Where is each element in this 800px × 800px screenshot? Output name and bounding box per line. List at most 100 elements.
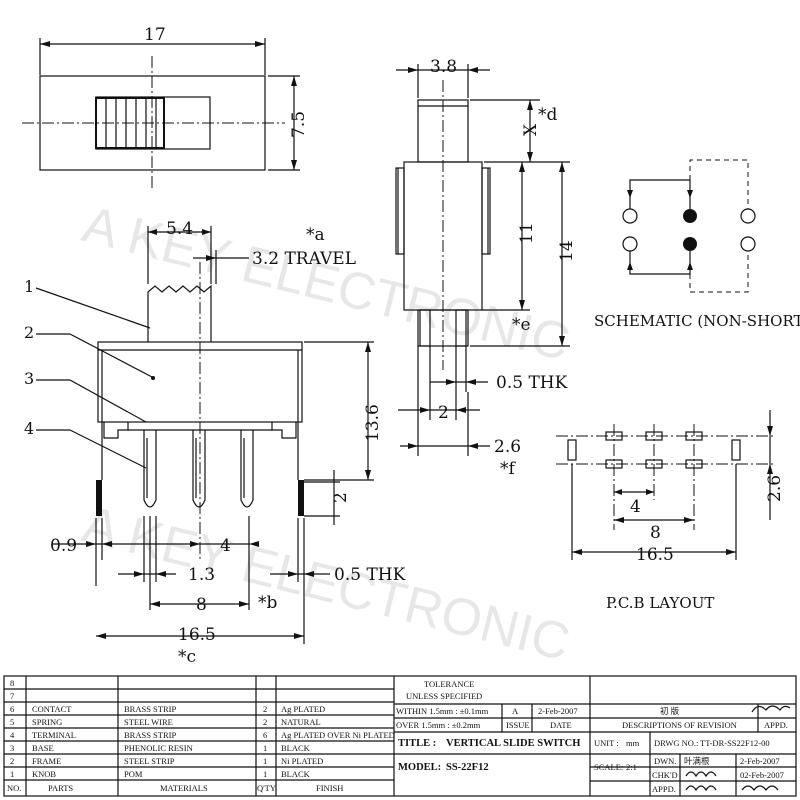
dwg-label: DRWG NO.: — [654, 738, 698, 748]
part-no: 8 — [10, 678, 14, 688]
part-qty: 1 — [263, 743, 267, 753]
pcb-dim-16-5: 16.5 — [636, 545, 674, 565]
appd-header: APPD. — [764, 720, 788, 730]
note-f: *f — [500, 459, 517, 479]
revision-desc: 初 版 — [660, 706, 680, 716]
unit-label: UNIT : — [594, 738, 619, 748]
chk-date: 02-Feb-2007 — [740, 770, 784, 780]
pcb-dim-8: 8 — [650, 523, 661, 543]
note-b: *b — [258, 593, 278, 613]
top-view: 17 7.5 — [22, 25, 309, 190]
header-no: NO. — [7, 783, 21, 793]
appd-label: APPD. — [652, 784, 676, 794]
header-parts: PARTS — [48, 783, 73, 793]
dim-h14: 14 — [557, 240, 577, 262]
part-name: SPRING — [32, 717, 62, 727]
part-name: TERMINAL — [32, 730, 76, 740]
dim-front-thk: 0.5 THK — [334, 565, 406, 585]
appd-signature — [685, 785, 779, 792]
tolerance-within: WITHIN 1.5mm : ±0.1mm — [396, 706, 489, 716]
note-a: *a — [306, 225, 325, 245]
pcb-dim-2-6: 2.6 — [765, 475, 785, 502]
part-no: 1 — [10, 769, 14, 779]
dim-1-3: 1.3 — [188, 565, 215, 585]
scale-value: 2:1 — [626, 762, 637, 772]
part-qty: 2 — [263, 704, 267, 714]
header-qty: Q'TY — [257, 783, 276, 793]
schematic-caption: SCHEMATIC (NON-SHORTING) — [594, 312, 800, 330]
part-material: STEEL WIRE — [124, 717, 173, 727]
dim-side-2: 2 — [438, 403, 449, 423]
part-qty: 1 — [263, 769, 267, 779]
part-name: FRAME — [32, 756, 61, 766]
chk-label: CHK'D — [652, 770, 678, 780]
scale-label: SCALE: — [594, 762, 623, 772]
part-finish: BLACK — [281, 743, 311, 753]
dwn-date: 2-Feb-2007 — [740, 756, 780, 766]
dim-side-width: 3.8 — [430, 57, 457, 77]
dim-overall: 16.5 — [178, 625, 216, 645]
pcb-dim-4: 4 — [630, 497, 641, 517]
part-no: 3 — [10, 743, 14, 753]
date-header: DATE — [550, 720, 572, 730]
callout-1: 1 — [24, 277, 34, 296]
dwg-value: TT-DR-SS22F12-00 — [700, 738, 770, 748]
part-no: 7 — [10, 691, 14, 701]
schematic: SCHEMATIC (NON-SHORTING) — [594, 159, 800, 330]
header-finish: FINISH — [316, 783, 343, 793]
callout-2: 2 — [24, 323, 34, 342]
pcb-caption: P.C.B LAYOUT — [606, 594, 714, 612]
issue-header: ISSUE — [506, 720, 530, 730]
issue-code: A — [512, 706, 519, 716]
part-name: BASE — [32, 743, 54, 753]
dim-x: X — [521, 123, 541, 136]
model-value: SS-22F12 — [446, 762, 489, 773]
revision-header: DESCRIPTIONS OF REVISION — [622, 720, 737, 730]
title-value: VERTICAL SLIDE SWITCH — [446, 738, 580, 749]
dim-0-9: 0.9 — [50, 536, 77, 556]
title-block: 8 7 6 CONTACT BRASS STRIP 2 Ag PLATED 5 … — [3, 675, 797, 797]
note-c: *c — [178, 647, 196, 667]
part-material: POM — [124, 769, 143, 779]
dim-4: 4 — [220, 536, 231, 556]
chk-signature — [685, 771, 717, 778]
dim-top-width: 17 — [144, 25, 166, 45]
issue-date: 2-Feb-2007 — [538, 706, 578, 716]
part-material: STEEL STRIP — [124, 756, 175, 766]
part-finish: BLACK — [281, 769, 311, 779]
callout-4: 4 — [24, 419, 34, 438]
dim-travel: 3.2 TRAVEL — [252, 249, 356, 269]
dim-knob-width: 5.4 — [166, 219, 193, 239]
side-view: 3.8 X *d 11 14 *e 0.5 THK 2 — [395, 57, 577, 479]
dim-front-height: 13.6 — [363, 404, 383, 442]
part-qty: 6 — [263, 730, 267, 740]
part-material: PHENOLIC RESIN — [124, 743, 193, 753]
tolerance-over: OVER 1.5mm : ±0.2mm — [396, 720, 481, 730]
dim-side-thk: 0.5 THK — [496, 373, 568, 393]
part-finish: Ag PLATED — [281, 704, 325, 714]
part-material: BRASS STRIP — [124, 730, 176, 740]
pcb-layout: 4 8 16.5 2.6 P.C.B LAYOUT — [556, 410, 785, 612]
part-name: KNOB — [32, 769, 56, 779]
dwn-label: DWN. — [654, 756, 676, 766]
part-finish: Ni PLATED — [281, 756, 323, 766]
model-label: MODEL: — [398, 762, 441, 773]
part-no: 6 — [10, 704, 14, 714]
dim-pin-length: 2 — [331, 492, 351, 503]
part-finish: NATURAL — [281, 717, 321, 727]
unit-value: mm — [626, 738, 640, 748]
part-finish: Ag PLATED OVER Ni PLATED — [281, 730, 395, 740]
title-label: TITLE : — [398, 738, 436, 749]
watermark-bottom: A KEY ELECTRONIC — [77, 495, 575, 672]
dim-8: 8 — [196, 595, 207, 615]
part-qty: 1 — [263, 756, 267, 766]
tolerance-title: TOLERANCE — [424, 679, 474, 689]
dwn-name: 叶满根 — [684, 756, 710, 766]
dim-h11: 11 — [517, 222, 537, 244]
part-material: BRASS STRIP — [124, 704, 176, 714]
front-view: 1 2 3 4 5.4 3.2 TRAVEL *a 13.6 2 — [24, 219, 406, 667]
header-materials: MATERIALS — [160, 783, 208, 793]
part-qty: 2 — [263, 717, 267, 727]
